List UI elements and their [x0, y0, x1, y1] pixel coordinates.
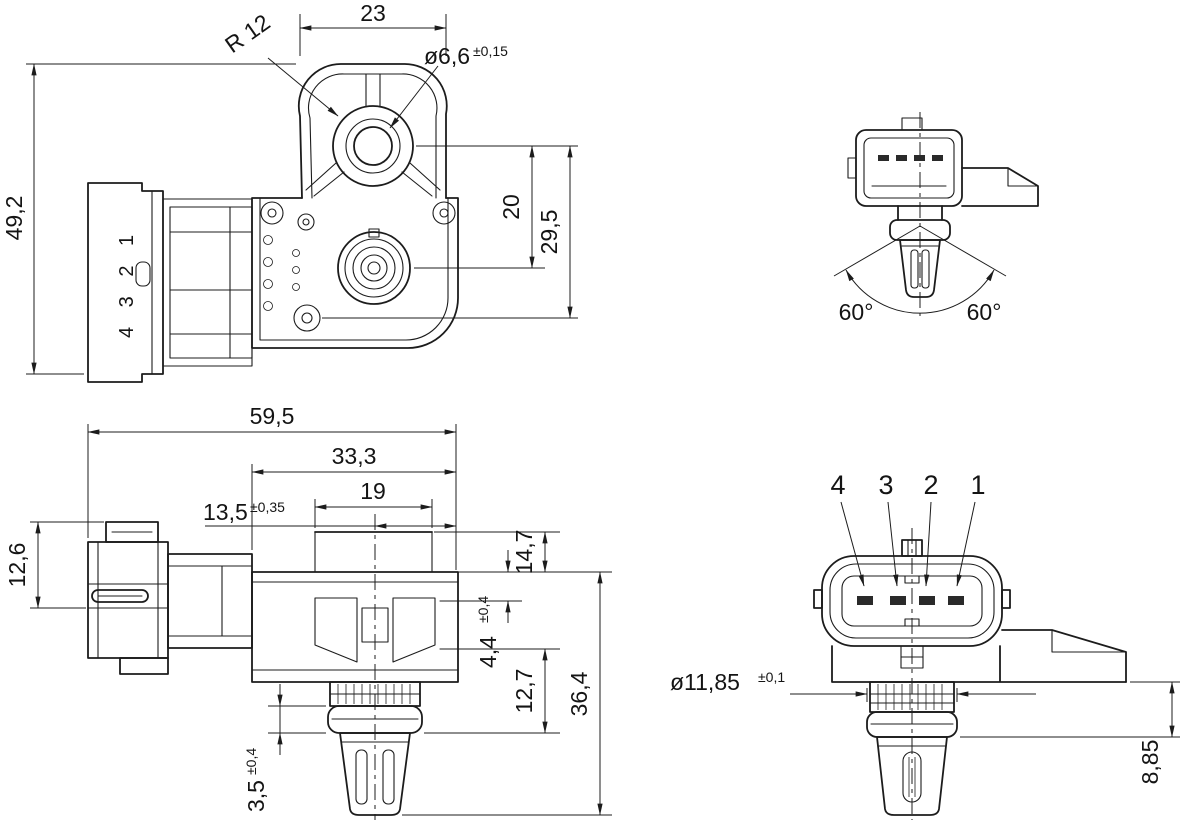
pin-label-3: 3	[878, 470, 893, 500]
mounting-hole	[353, 126, 393, 166]
front-view-dimensions: 59,5 33,3 19 13,5 ±0,35 12,6 14,7 4,4 ±0…	[4, 403, 612, 816]
dim-barb-dia-label: ø11,85	[670, 669, 740, 695]
terminal-pin	[91, 589, 149, 603]
dim-hole-to-screw-label: 29,5	[536, 210, 562, 255]
dim-flange-width-label: 19	[360, 478, 386, 504]
dim-barb-tol-label: ±0,4	[243, 748, 259, 775]
angle-dimensions: 60° 60°	[833, 225, 1007, 325]
top-view: 4 3 2 1 23 R 12 ø6,6 ±0,15 49,2 20 29,5	[1, 0, 578, 383]
connector-view: 4 3 2 1 ø11,85 ±0,1 8,85	[670, 470, 1180, 820]
connector-front	[87, 521, 253, 675]
pin-2	[919, 596, 935, 605]
dim-step-label: 4,4	[475, 636, 501, 668]
port-lower	[866, 681, 958, 816]
connector-side	[847, 117, 1039, 207]
screw-bosses	[260, 201, 456, 332]
front-view: 59,5 33,3 19 13,5 ±0,35 12,6 14,7 4,4 ±0…	[4, 403, 612, 820]
dim-connector-height-label: 12,6	[4, 543, 30, 588]
body-front	[251, 531, 459, 683]
angle-right-label: 60°	[967, 299, 1002, 325]
dim-height-label: 49,2	[1, 196, 27, 241]
mounting-bracket	[961, 167, 1039, 207]
pin-label-4: 4	[830, 470, 845, 500]
connector-view-dimensions: ø11,85 ±0,1 8,85	[670, 669, 1180, 784]
pin-label-2: 2	[923, 470, 938, 500]
dim-barb-label: 3,5	[243, 780, 269, 812]
dim-hole-label: ø6,6	[424, 43, 470, 69]
pin-numbers-label: 4 3 2 1	[116, 228, 138, 338]
dim-port-offset-label: 13,5	[203, 499, 248, 525]
dim-body-width-label: 33,3	[332, 443, 377, 469]
dim-port-height-label: 12,7	[511, 669, 537, 714]
dim-step-tol-label: ±0,4	[475, 596, 491, 623]
pin-1	[948, 596, 964, 605]
pin-callouts: 4 3 2 1	[830, 470, 986, 587]
sensor-body	[251, 197, 459, 349]
dim-flange-height-label: 14,7	[511, 530, 537, 575]
pressure-port	[337, 228, 411, 305]
mounting-bracket	[1001, 629, 1127, 683]
pin-3	[890, 596, 906, 605]
pin-label-1: 1	[970, 470, 985, 500]
side-view: 60° 60°	[833, 112, 1039, 325]
connector-shell-top: 4 3 2 1	[87, 182, 253, 383]
dim-hole-tol-label: ±0,15	[473, 43, 508, 59]
sensor-flange	[297, 63, 448, 199]
dim-overall-width-label: 59,5	[250, 403, 295, 429]
dim-width-label: 23	[360, 0, 386, 26]
port-side	[889, 205, 951, 298]
mounting-boss	[332, 105, 414, 187]
pin-4	[857, 596, 873, 605]
port-front	[327, 681, 423, 816]
dim-collar-height-label: 8,85	[1137, 740, 1163, 785]
angle-left-label: 60°	[839, 299, 874, 325]
dim-port-offset-tol-label: ±0,35	[250, 499, 285, 515]
dim-overall-height-label: 36,4	[566, 671, 592, 716]
dim-hole-to-port-label: 20	[498, 194, 524, 220]
dim-barb-dia-tol-label: ±0,1	[758, 669, 785, 685]
dim-radius-label: R 12	[220, 9, 275, 58]
